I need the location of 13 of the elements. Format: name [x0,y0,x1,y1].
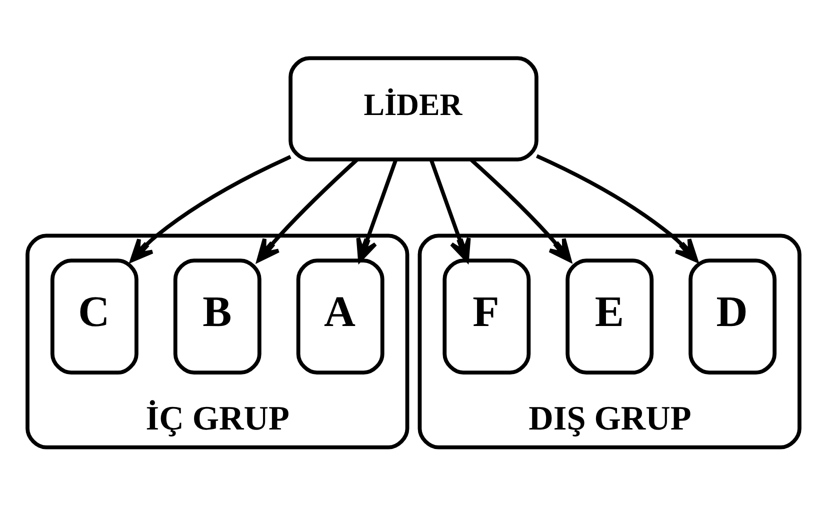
node-box: B [173,258,262,375]
node-box: D [688,258,777,375]
arrow [470,158,572,262]
node-box: F [442,258,531,375]
arrow [536,154,698,262]
node-box: A [296,258,384,375]
arrow [356,159,398,262]
node-box: LİDER [288,56,538,162]
arrow [256,158,358,262]
node-box: E [566,258,654,375]
arrow [130,154,292,262]
arrow [429,159,471,262]
node-box: C [50,258,138,375]
